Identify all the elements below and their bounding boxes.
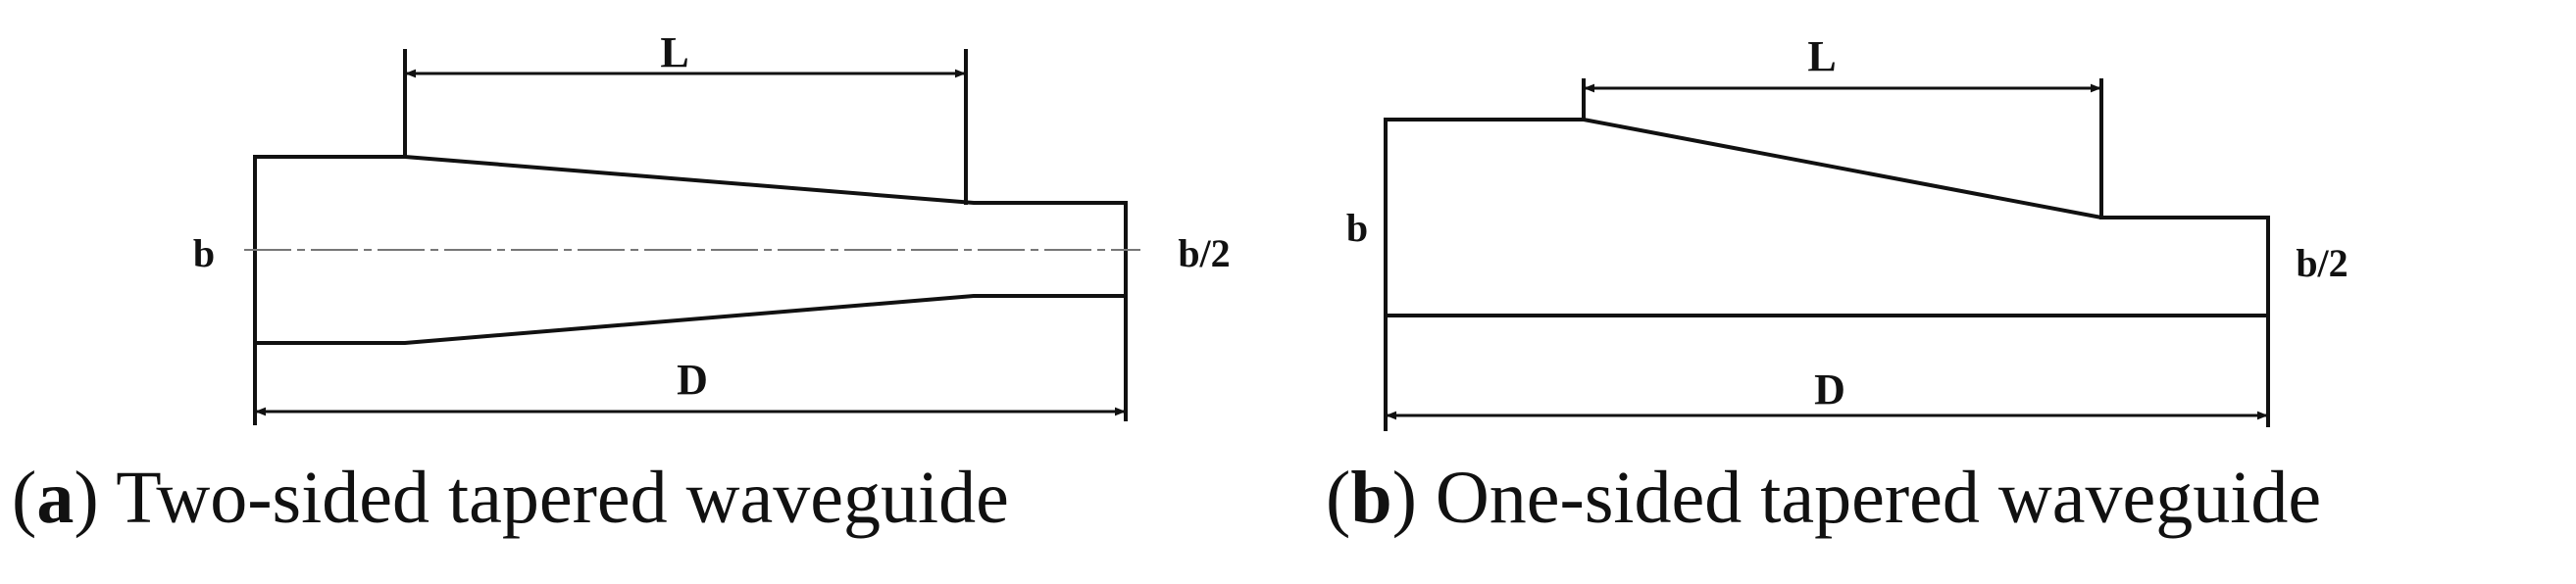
panel-a-output-width-label: b/2 — [1178, 231, 1230, 275]
panel-b-total-label: D — [1814, 365, 1845, 414]
panel-a-length-label: L — [660, 28, 688, 76]
panel-a-caption: (a) Two-sided tapered waveguide — [12, 457, 1009, 539]
panel-a-total-label: D — [677, 356, 708, 404]
panel-b-input-width-label: b — [1346, 206, 1368, 250]
panel-b-caption-text: One-sided tapered waveguide — [1435, 457, 2322, 539]
panel-b-caption: (b) One-sided tapered waveguide — [1326, 457, 2322, 539]
panel-a-two-sided-taper — [244, 49, 1140, 425]
panel-b-one-sided-taper — [1384, 78, 2270, 431]
panel-b-length-label: L — [1807, 32, 1836, 80]
panel-a-caption-letter: a — [36, 457, 75, 539]
panel-b-output-width-label: b/2 — [2296, 241, 2348, 285]
panel-b-waveguide-outline — [1384, 118, 2270, 317]
panel-b-caption-letter: b — [1350, 457, 1392, 539]
panel-a-caption-text: Two-sided tapered waveguide — [116, 457, 1009, 539]
panel-a-input-width-label: b — [193, 231, 215, 275]
